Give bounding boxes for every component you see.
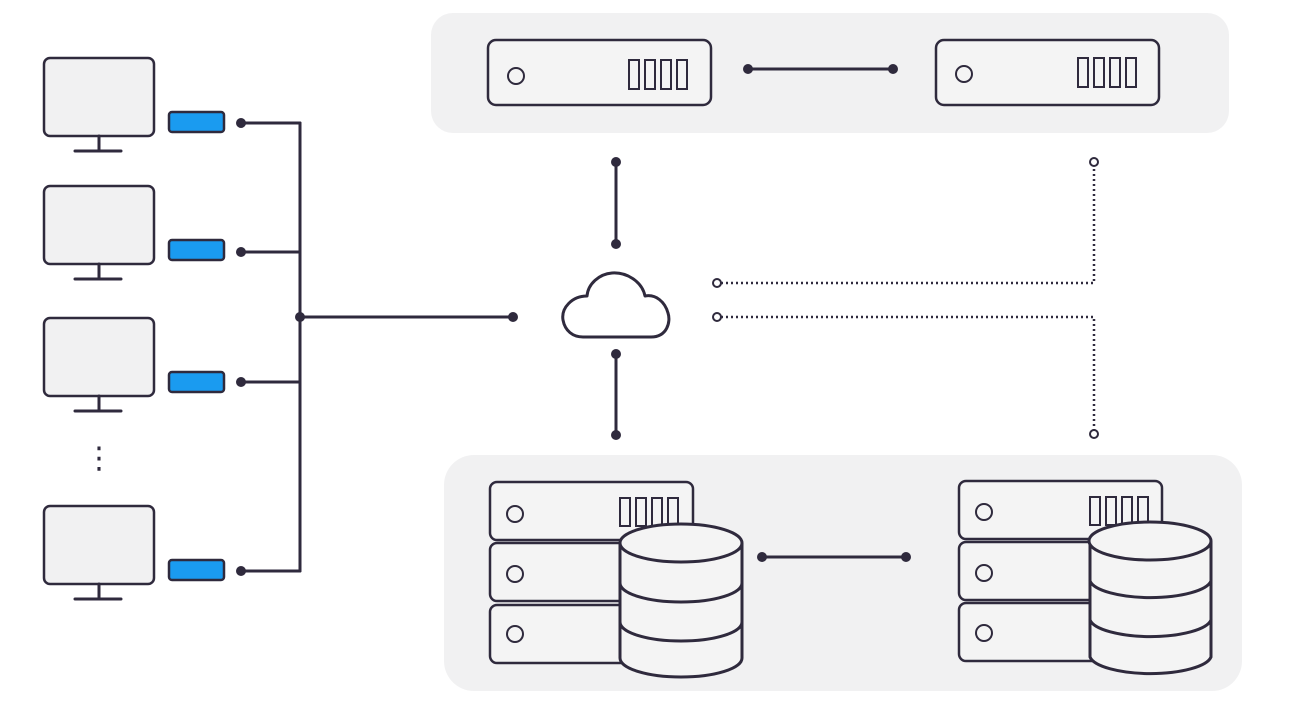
dotted-link-upper xyxy=(712,157,1099,288)
monitor-icon xyxy=(42,316,156,413)
db-server-link xyxy=(757,552,911,562)
server-rack-icon xyxy=(934,38,1161,107)
client-2 xyxy=(42,184,226,281)
app-server-2 xyxy=(934,38,1161,107)
database-icon xyxy=(618,522,744,679)
db-server-2 xyxy=(957,479,1213,676)
cloud-to-db-link xyxy=(611,349,621,440)
server-rack-icon xyxy=(486,38,713,107)
database-icon xyxy=(1087,520,1213,676)
app-server-1 xyxy=(486,38,713,107)
app-server-link xyxy=(743,64,898,74)
network-adapter-icon xyxy=(167,558,226,582)
network-adapter-icon xyxy=(167,110,226,134)
cloud-icon xyxy=(561,271,671,339)
client-3 xyxy=(42,316,226,413)
cloud-to-app-link xyxy=(611,157,621,249)
database-server-icon xyxy=(957,479,1213,676)
network-adapter-icon xyxy=(167,370,226,394)
database-server-icon xyxy=(488,480,744,679)
client-1 xyxy=(42,56,226,153)
dotted-link-lower xyxy=(712,312,1099,439)
monitor-icon xyxy=(42,184,156,281)
more-clients-ellipsis: ⋮ xyxy=(84,441,114,476)
client-bus xyxy=(236,118,518,576)
db-server-1 xyxy=(488,480,744,679)
monitor-icon xyxy=(42,56,156,153)
monitor-icon xyxy=(42,504,156,601)
network-adapter-icon xyxy=(167,238,226,262)
client-4 xyxy=(42,504,226,601)
